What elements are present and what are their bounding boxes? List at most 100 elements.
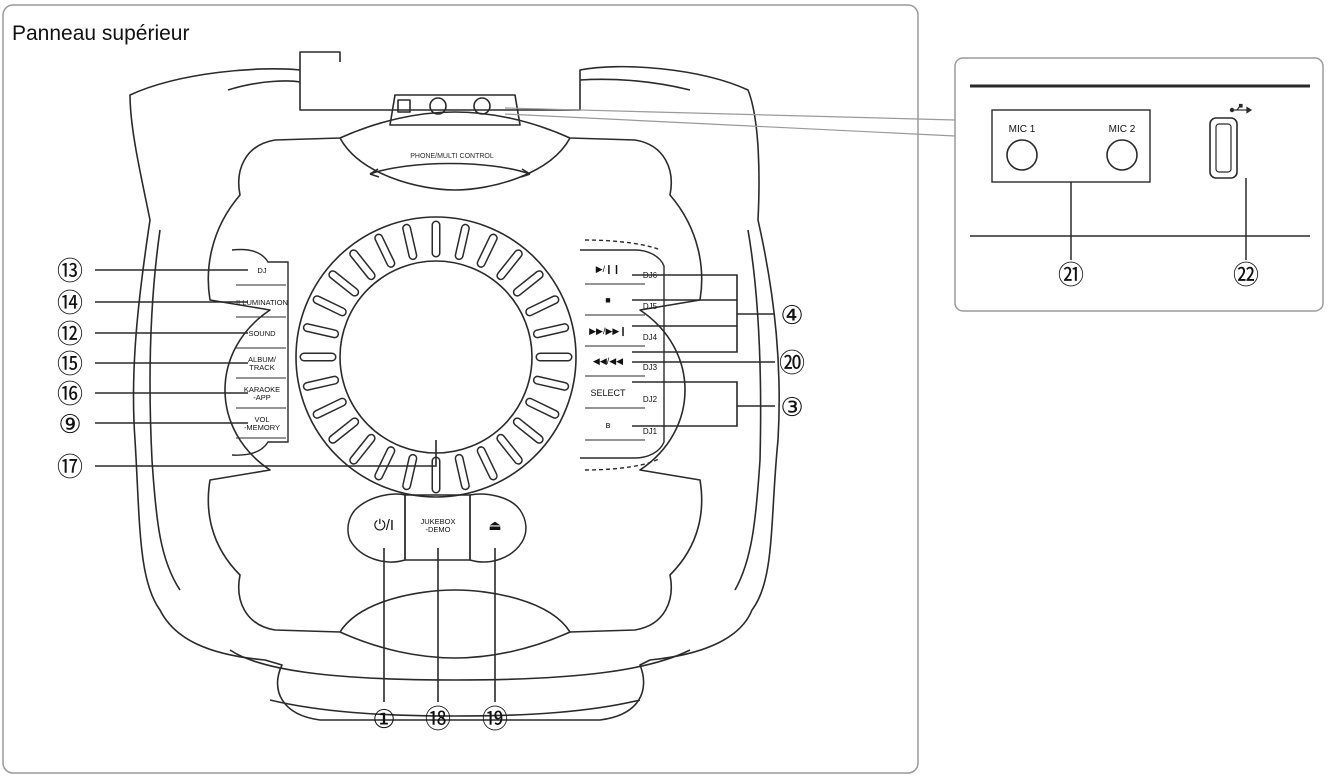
dial-rib-inner — [534, 324, 568, 337]
right-button-label: ʙ — [606, 420, 611, 430]
dial-rib-inner — [375, 447, 394, 479]
x-lower-groove — [339, 589, 571, 633]
usb-port — [1209, 117, 1238, 179]
dial-rib-inner — [478, 235, 497, 267]
panel-title: Panneau supérieur — [12, 22, 190, 45]
left-button-label: KARAOKE-APP — [244, 385, 280, 402]
dial-rib-inner — [375, 235, 394, 267]
handle-left — [299, 51, 341, 70]
usb-port-inner — [1215, 123, 1232, 173]
dial-rib-inner — [456, 455, 469, 489]
bottom-button-label: ⏏ — [488, 517, 501, 533]
dial-ribs — [299, 220, 573, 494]
dial-rib-inner — [497, 250, 522, 279]
bottom-button-label: ⏻/I — [374, 517, 394, 534]
bottom-button-strip — [347, 493, 527, 563]
eject-button-shape — [469, 493, 527, 563]
left-button-label: DJ — [257, 266, 266, 275]
dial-rib-inner — [497, 435, 522, 464]
mic2-jack — [1106, 139, 1138, 171]
power-button-shape — [347, 493, 406, 563]
left-callout-number: ⑮ — [57, 350, 83, 380]
detail-content — [970, 84, 1310, 260]
right-button-label: ▶▶/▶▶❙ — [589, 326, 627, 337]
top-jack-1 — [429, 97, 447, 115]
left-callout-number: ⑯ — [57, 380, 83, 410]
right-side-arc — [734, 229, 762, 591]
dial-rib-inner — [456, 225, 469, 259]
right-button-label: ■ — [605, 295, 610, 305]
detail-frame — [954, 57, 1324, 312]
left-buttons: DJ ILLUMINATION SOUND ALBUM/TRACK KARAOKE-AP… — [236, 266, 288, 439]
right-button-dj-label: DJ1 — [643, 427, 658, 436]
dial-rib-inner — [304, 377, 338, 390]
right-button-label: SELECT — [590, 388, 626, 398]
mic-panel — [991, 109, 1151, 183]
callout-20: ⑳ — [779, 349, 805, 379]
dial-rib-inner — [329, 418, 358, 443]
knob-arrow — [369, 162, 531, 175]
right-button-label: ▶/❙❙ — [596, 264, 621, 275]
dial-rib-inner — [478, 447, 497, 479]
right-button-dj-label: DJ5 — [643, 302, 658, 311]
x-upper-groove — [339, 137, 571, 191]
bottom-buttons: ⏻/I JUKEBOX-DEMO ⏏ — [374, 517, 502, 534]
left-strip-outline — [231, 248, 289, 456]
left-button-label: VOL-MEMORY — [244, 415, 280, 432]
left-button-label: ILLUMINATION — [236, 298, 288, 307]
bracket-3 — [632, 381, 775, 427]
callout-21: ㉑ — [1058, 261, 1084, 291]
callout-4: ④ — [780, 301, 803, 331]
bottom-callout-number: ① — [372, 705, 395, 735]
bottom-shelf — [229, 649, 691, 681]
right-button-dj-label: DJ2 — [643, 395, 658, 404]
body-outline — [129, 65, 780, 721]
dial-inner — [339, 260, 533, 454]
left-callout-number: ⑬ — [57, 257, 83, 287]
dial-rib-inner — [403, 455, 416, 489]
usb-icon — [1229, 103, 1253, 114]
mic1-jack — [1006, 139, 1038, 171]
callout-3: ③ — [780, 393, 803, 423]
right-button-dj-label: DJ4 — [643, 333, 658, 342]
dial-rib-inner — [526, 399, 558, 418]
dial-rib-inner — [534, 377, 568, 390]
left-side-arc — [149, 229, 181, 591]
dial-rib-inner — [514, 271, 543, 296]
main-frame — [2, 4, 919, 774]
right-button-label: ◀◀/◀◀ — [593, 356, 623, 366]
knob-label: PHONE/MULTI CONTROL — [410, 153, 494, 160]
device-body — [129, 51, 780, 721]
dial-rib-inner — [329, 271, 358, 296]
left-callout-number: ⑫ — [57, 320, 83, 350]
dial-rib-inner — [350, 250, 375, 279]
top-port-area — [389, 94, 521, 126]
dial-rib-inner — [314, 296, 346, 315]
knob-arrow-heads — [369, 168, 531, 178]
top-ridges — [227, 78, 691, 91]
dial-rib-inner — [526, 296, 558, 315]
right-strip-outline — [580, 249, 665, 459]
right-button-strip — [580, 239, 665, 471]
bracket-4 — [632, 274, 775, 353]
left-button-label: SOUND — [248, 329, 276, 338]
dial-rib-inner — [403, 225, 416, 259]
left-button-label: ALBUM/TRACK — [248, 355, 277, 372]
mic2-label: MIC 2 — [1109, 124, 1136, 135]
mic1-label: MIC 1 — [1009, 124, 1036, 135]
left-button-strip — [231, 248, 289, 456]
dial-rib-inner — [350, 435, 375, 464]
bottom-callout-number: ⑲ — [482, 705, 508, 735]
left-callout-number: ⑭ — [57, 289, 83, 319]
bottom-button-label: JUKEBOX-DEMO — [420, 517, 455, 534]
dial-outer — [295, 216, 577, 498]
line-17 — [95, 440, 437, 467]
right-buttons: ▶/❙❙DJ6■DJ5▶▶/▶▶❙DJ4◀◀/◀◀DJ3SELECTDJ2ʙDJ… — [585, 264, 658, 441]
zoom-lines — [504, 107, 956, 137]
x-cross — [207, 111, 703, 659]
bottom-lip — [269, 699, 641, 717]
dial-rib-inner — [514, 418, 543, 443]
